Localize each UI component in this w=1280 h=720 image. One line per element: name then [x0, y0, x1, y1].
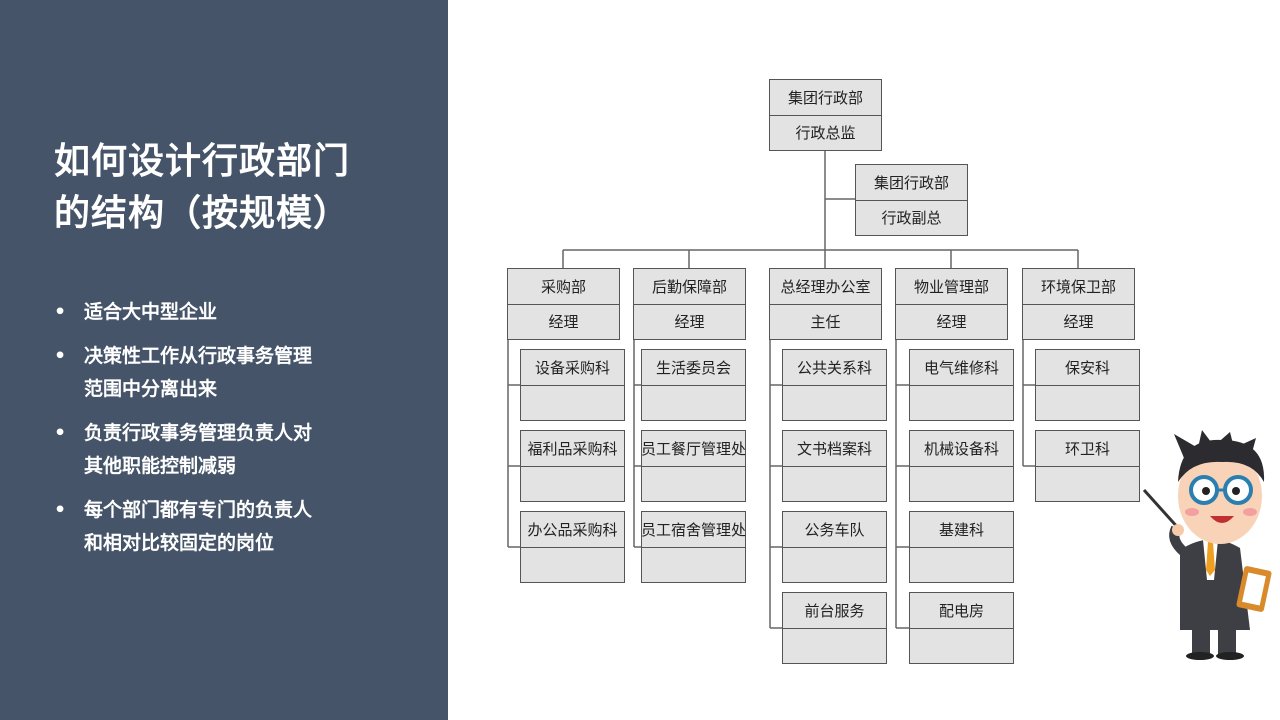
section-box-subtitle	[783, 386, 886, 419]
section-box-subtitle	[642, 386, 745, 419]
section-box-subtitle	[783, 548, 886, 581]
section-box-subtitle	[783, 467, 886, 500]
department-box: 环境保卫部经理	[1022, 268, 1135, 340]
section-box-subtitle	[910, 629, 1013, 662]
section-box: 福利品采购科	[520, 430, 625, 502]
root-box-subtitle: 行政总监	[795, 124, 856, 142]
bullet-item: • 负责行政事务管理负责人对 其他职能控制减弱	[54, 417, 434, 483]
section-box-subtitle	[910, 548, 1013, 581]
slide-title: 如何设计行政部门 的结构（按规模）	[54, 136, 434, 240]
section-box-subtitle	[783, 629, 886, 662]
slide-title-line-2: 的结构（按规模）	[54, 193, 351, 234]
section-box-subtitle	[521, 467, 624, 500]
slide-title-line-1: 如何设计行政部门	[54, 141, 351, 182]
section-box-subtitle	[521, 386, 624, 419]
section-box-label: 机械设备科	[910, 431, 1013, 467]
bullet-line: 其他职能控制减弱	[84, 455, 237, 477]
bullet-dot: •	[54, 422, 67, 444]
section-box: 前台服务	[782, 592, 887, 664]
department-box-label: 采购部	[508, 269, 619, 305]
left-panel: 如何设计行政部门 的结构（按规模） • 适合大中型企业 • 决策性工作从行政事务…	[0, 0, 448, 720]
section-box-label: 环卫科	[1036, 431, 1139, 467]
bullet-dot: •	[54, 345, 67, 367]
bullet-item: • 适合大中型企业	[54, 296, 434, 329]
section-box-label: 基建科	[910, 512, 1013, 548]
section-box: 机械设备科	[909, 430, 1014, 502]
bullet-dot: •	[54, 301, 67, 323]
root-box-label: 集团行政部	[770, 80, 881, 116]
section-box-label: 保安科	[1036, 350, 1139, 386]
section-box-label: 公务车队	[783, 512, 886, 548]
section-box-label: 配电房	[910, 593, 1013, 629]
section-box: 环卫科	[1035, 430, 1140, 502]
bullet-line: 适合大中型企业	[84, 301, 218, 323]
deputy-box-subtitle: 行政副总	[881, 209, 942, 227]
department-box-label: 环境保卫部	[1023, 269, 1134, 305]
department-box-subtitle: 经理	[674, 313, 705, 331]
bullet-text: 决策性工作从行政事务管理 范围中分离出来	[84, 340, 434, 406]
section-box: 保安科	[1035, 349, 1140, 421]
bullet-dot: •	[54, 499, 67, 521]
department-box-subtitle: 经理	[548, 313, 579, 331]
section-box-label: 生活委员会	[642, 350, 745, 386]
section-box-subtitle	[910, 467, 1013, 500]
bullet-text: 每个部门都有专门的负责人 和相对比较固定的岗位	[84, 494, 434, 560]
section-box-label: 福利品采购科	[521, 431, 624, 467]
section-box: 基建科	[909, 511, 1014, 583]
section-box: 公务车队	[782, 511, 887, 583]
bullet-text: 负责行政事务管理负责人对 其他职能控制减弱	[84, 417, 434, 483]
section-box: 设备采购科	[520, 349, 625, 421]
department-box: 后勤保障部经理	[633, 268, 746, 340]
bullet-line: 决策性工作从行政事务管理	[84, 345, 313, 367]
bullet-item: • 决策性工作从行政事务管理 范围中分离出来	[54, 340, 434, 406]
deputy-box: 集团行政部行政副总	[855, 164, 968, 236]
department-box: 物业管理部经理	[895, 268, 1008, 340]
section-box: 文书档案科	[782, 430, 887, 502]
bullet-item: • 每个部门都有专门的负责人 和相对比较固定的岗位	[54, 494, 434, 560]
bullet-text: 适合大中型企业	[84, 296, 434, 329]
bullet-line: 和相对比较固定的岗位	[84, 532, 275, 554]
department-box-label: 后勤保障部	[634, 269, 745, 305]
section-box: 员工宿舍管理处	[641, 511, 746, 583]
section-box-subtitle	[521, 548, 624, 581]
bullet-line: 每个部门都有专门的负责人	[84, 499, 313, 521]
department-box-label: 总经理办公室	[770, 269, 881, 305]
section-box: 生活委员会	[641, 349, 746, 421]
section-box: 公共关系科	[782, 349, 887, 421]
bullet-list: • 适合大中型企业 • 决策性工作从行政事务管理 范围中分离出来 • 负责行政事…	[54, 296, 434, 571]
section-box: 配电房	[909, 592, 1014, 664]
root-box: 集团行政部行政总监	[769, 79, 882, 151]
department-box-label: 物业管理部	[896, 269, 1007, 305]
section-box-label: 文书档案科	[783, 431, 886, 467]
section-box: 电气维修科	[909, 349, 1014, 421]
bullet-line: 范围中分离出来	[84, 378, 218, 400]
bullet-line: 负责行政事务管理负责人对	[84, 422, 313, 444]
section-box-subtitle	[642, 548, 745, 581]
section-box-subtitle	[642, 467, 745, 500]
section-box-subtitle	[1036, 467, 1139, 500]
section-box-label: 前台服务	[783, 593, 886, 629]
deputy-box-label: 集团行政部	[856, 165, 967, 201]
department-box-subtitle: 经理	[936, 313, 967, 331]
department-box-subtitle: 经理	[1063, 313, 1094, 331]
section-box-label: 设备采购科	[521, 350, 624, 386]
section-box: 员工餐厅管理处	[641, 430, 746, 502]
department-box: 总经理办公室主任	[769, 268, 882, 340]
section-box-subtitle	[910, 386, 1013, 419]
cartoon-teacher-figure	[1142, 430, 1272, 660]
section-box-label: 员工餐厅管理处	[641, 431, 746, 467]
section-box-subtitle	[1036, 386, 1139, 419]
section-box-label: 办公品采购科	[521, 512, 624, 548]
section-box: 办公品采购科	[520, 511, 625, 583]
section-box-label: 员工宿舍管理处	[641, 512, 746, 548]
department-box: 采购部经理	[507, 268, 620, 340]
section-box-label: 公共关系科	[783, 350, 886, 386]
department-box-subtitle: 主任	[810, 313, 841, 331]
section-box-label: 电气维修科	[910, 350, 1013, 386]
